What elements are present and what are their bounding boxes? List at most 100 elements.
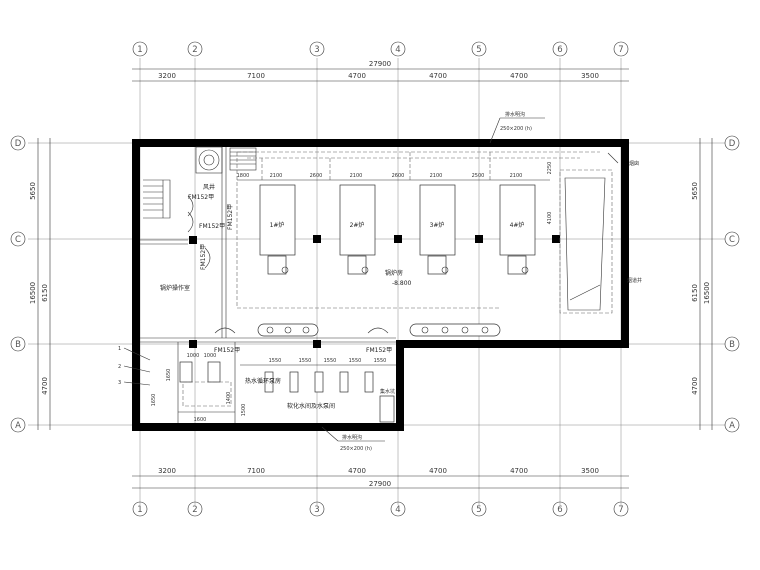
boiler-3-label: 3#炉 <box>430 221 445 229</box>
svg-text:C: C <box>729 235 735 245</box>
svg-text:1600: 1600 <box>194 417 207 423</box>
svg-text:4100: 4100 <box>547 212 553 225</box>
svg-text:5650: 5650 <box>691 182 699 200</box>
axis-col-3: 3 <box>314 45 319 55</box>
exterior-wall <box>132 139 629 431</box>
boiler-room-label: 锅炉房 <box>385 269 403 277</box>
left-row-bubbles: D C B A 5650 16500 6150 4700 <box>10 135 51 433</box>
svg-text:B: B <box>15 340 21 350</box>
total-width-top: 27900 <box>369 60 391 68</box>
svg-text:1500: 1500 <box>241 404 247 417</box>
boiler-2-label: 2#炉 <box>350 221 365 229</box>
axis-col-2: 2 <box>192 45 197 55</box>
bottom-dimensions: 3200 7100 4700 4700 4700 3500 27900 <box>132 467 629 489</box>
svg-text:4700: 4700 <box>348 467 366 475</box>
svg-text:1: 1 <box>118 346 121 352</box>
door-label-bottom-1: FM152甲 <box>214 347 240 354</box>
pump-room-a-label: 热水循环泵房 <box>245 377 281 385</box>
chimney-label: 烟囱 <box>629 160 639 167</box>
axis-col-4: 4 <box>395 45 400 55</box>
svg-text:FM152甲: FM152甲 <box>199 223 225 230</box>
axis-col-5: 5 <box>476 45 481 55</box>
svg-text:5650: 5650 <box>29 182 37 200</box>
svg-text:5: 5 <box>476 505 481 515</box>
svg-text:6150: 6150 <box>691 284 699 302</box>
svg-text:16500: 16500 <box>29 282 37 304</box>
pump-room: 1550 1550 1550 1550 1550 热水循环泵房 软化水间及水泵间… <box>240 358 396 423</box>
boiler-1-label: 1#炉 <box>270 221 285 229</box>
svg-text:1650: 1650 <box>166 369 172 382</box>
svg-text:C: C <box>15 235 21 245</box>
svg-text:D: D <box>729 139 736 149</box>
svg-text:4: 4 <box>395 505 400 515</box>
fan-icon <box>195 146 223 174</box>
top-column-bubbles: 1 2 3 4 5 6 7 <box>132 41 629 57</box>
top-note-label: 排水明沟 <box>505 111 525 118</box>
svg-text:3: 3 <box>314 505 319 515</box>
svg-text:1550: 1550 <box>269 358 282 364</box>
total-width-bottom: 27900 <box>369 480 391 488</box>
svg-text:1: 1 <box>137 505 142 515</box>
svg-text:1000: 1000 <box>187 353 200 359</box>
left-small-rooms: 1000 1000 1600 1650 1650 1400 1500 1 2 3 <box>118 346 247 423</box>
door-label-left-mid: FM152甲 <box>227 204 234 230</box>
boiler-3: 3#炉 <box>419 184 456 275</box>
pipe-dashed <box>236 151 600 309</box>
svg-text:3500: 3500 <box>581 467 599 475</box>
flue-area: 烟囱 烟道井 <box>559 152 642 314</box>
svg-text:2100: 2100 <box>430 173 443 179</box>
svg-text:6150: 6150 <box>41 284 49 302</box>
bottom-note: 排水明沟 250×200 (h) <box>321 426 385 452</box>
top-dimensions: 27900 3200 7100 4700 4700 4700 3500 <box>132 60 629 82</box>
svg-text:4700: 4700 <box>691 377 699 395</box>
flue-shaft-label: 烟道井 <box>627 277 642 284</box>
svg-text:4700: 4700 <box>510 467 528 475</box>
svg-text:4700: 4700 <box>429 467 447 475</box>
control-room-label: 锅炉操作室 <box>160 284 190 292</box>
boiler-2: 2#炉 <box>339 184 376 275</box>
boiler-4: 4#炉 <box>499 184 536 275</box>
svg-text:3: 3 <box>118 380 121 386</box>
axis-col-7: 7 <box>618 45 623 55</box>
svg-text:2: 2 <box>192 505 197 515</box>
top-note-size: 250×200 (h) <box>500 126 532 132</box>
pump-room-b-label: 软化水间及水泵间 <box>287 402 335 410</box>
svg-text:FM152甲: FM152甲 <box>200 244 207 270</box>
boiler-dimension-row: 1800 2100 2600 2100 2600 2100 2500 2100 … <box>237 162 553 225</box>
svg-text:1650: 1650 <box>151 394 157 407</box>
door-label-left-top: FM152甲 <box>188 194 214 201</box>
column-grid-lines <box>139 58 622 505</box>
svg-text:1000: 1000 <box>204 353 217 359</box>
door-swings-bottom: FM152甲 FM152甲 <box>214 327 392 354</box>
svg-text:7100: 7100 <box>247 467 265 475</box>
svg-text:1800: 1800 <box>237 173 250 179</box>
svg-text:4700: 4700 <box>429 72 447 80</box>
svg-text:A: A <box>15 421 21 431</box>
svg-text:4700: 4700 <box>348 72 366 80</box>
bottom-note-label: 排水明沟 <box>342 434 362 441</box>
stairs <box>143 179 171 219</box>
svg-text:7: 7 <box>618 505 623 515</box>
svg-text:2100: 2100 <box>350 173 363 179</box>
door-swings-left <box>187 195 211 269</box>
svg-text:4700: 4700 <box>41 377 49 395</box>
elevation-label: -8.800 <box>392 280 412 287</box>
svg-text:2500: 2500 <box>472 173 485 179</box>
interior-walls <box>140 147 396 423</box>
svg-text:A: A <box>729 421 735 431</box>
svg-text:3200: 3200 <box>158 467 176 475</box>
svg-text:2: 2 <box>118 364 121 370</box>
svg-text:7100: 7100 <box>247 72 265 80</box>
svg-text:2600: 2600 <box>392 173 405 179</box>
axis-col-1: 1 <box>137 45 142 55</box>
svg-text:2100: 2100 <box>510 173 523 179</box>
louver-icon <box>229 147 257 171</box>
axis-col-6: 6 <box>557 45 562 55</box>
sump-label: 集水坑 <box>380 388 395 395</box>
svg-text:1550: 1550 <box>324 358 337 364</box>
svg-text:1400: 1400 <box>226 392 232 405</box>
svg-text:B: B <box>729 340 735 350</box>
svg-text:2100: 2100 <box>270 173 283 179</box>
top-note: 排水明沟 250×200 (h) <box>489 111 545 144</box>
